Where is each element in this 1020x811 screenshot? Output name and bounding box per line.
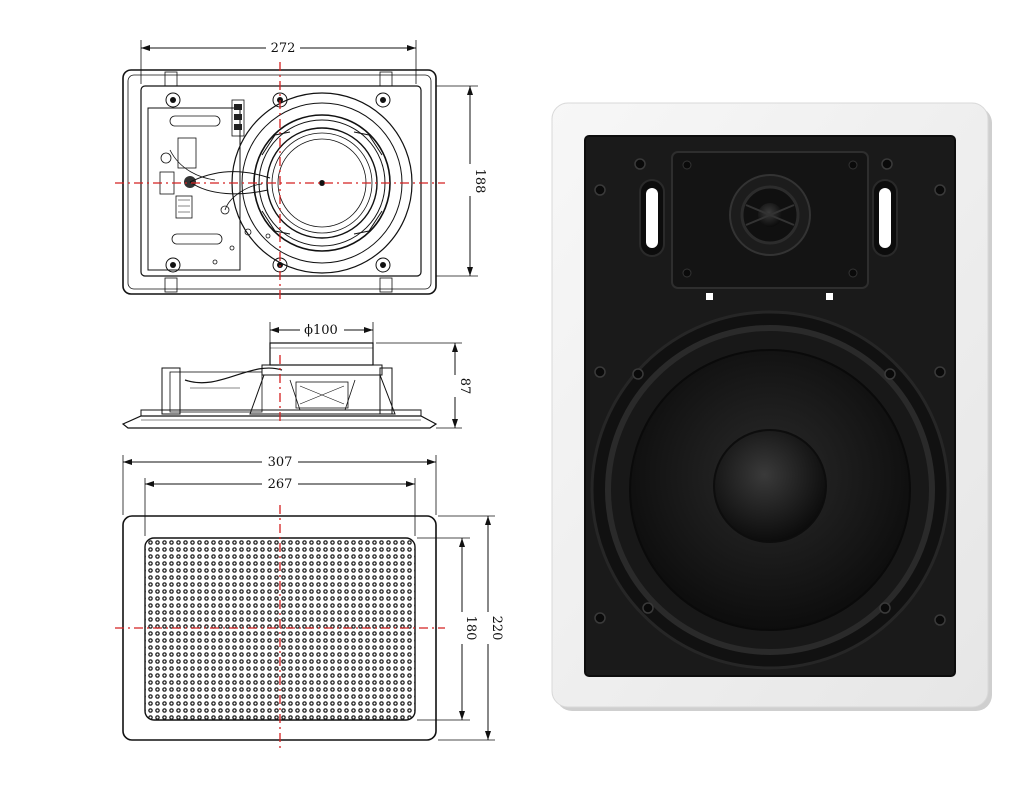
baffle-screws [594, 158, 946, 626]
front-outer-width-label: 307 [268, 455, 293, 470]
side-diameter-label: ϕ100 [304, 323, 338, 338]
front-inner-height-label: 180 [463, 616, 478, 641]
rear-height-label: 188 [472, 169, 487, 194]
side-depth-label: 87 [457, 378, 472, 395]
front-inner-width-label: 267 [268, 477, 293, 492]
front-outer-height-label: 220 [489, 616, 504, 641]
side-view: ϕ100 87 [121, 322, 472, 429]
rear-view: 272 188 [115, 40, 487, 300]
woofer-dust-cap [713, 429, 827, 543]
rear-width-label: 272 [271, 41, 296, 56]
front-view: 307 267 180 220 [115, 455, 504, 752]
speaker-product-photo [551, 102, 992, 711]
